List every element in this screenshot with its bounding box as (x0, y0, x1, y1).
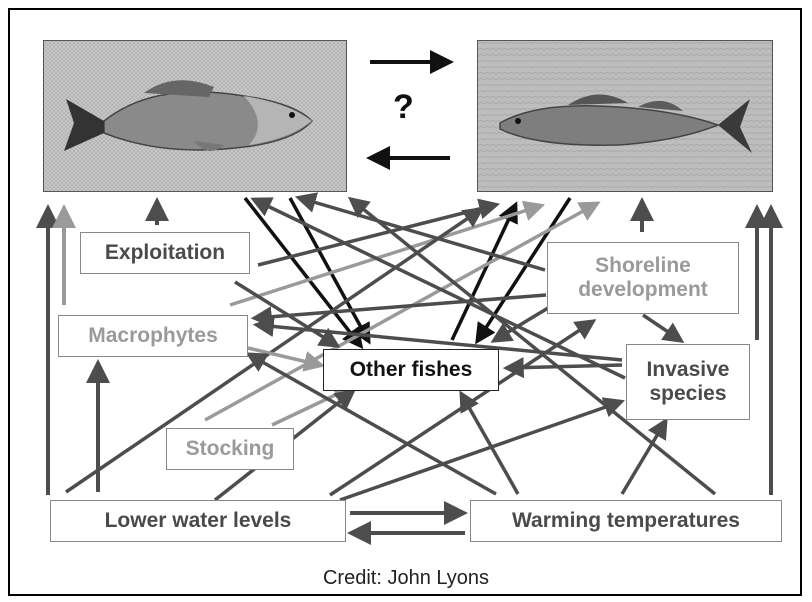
lower-water-levels-box: Lower water levels (50, 500, 346, 542)
invasive-label-line1: Invasive (647, 358, 730, 382)
arrow-shoreline-to-macrophytes (256, 295, 546, 318)
exploitation-label: Exploitation (105, 241, 225, 265)
exploitation-box: Exploitation (80, 232, 250, 274)
arrow-lower-water-to-shoreline (330, 322, 592, 495)
stocking-box: Stocking (166, 428, 294, 470)
shoreline-label-line2: development (578, 278, 708, 302)
arrow-exploitation-to-walleye (258, 205, 495, 265)
warming-label: Warming temperatures (512, 509, 740, 533)
invasive-label-line2: species (649, 382, 726, 406)
shoreline-label-line1: Shoreline (595, 254, 691, 278)
warming-temperatures-box: Warming temperatures (470, 500, 782, 542)
other-fishes-label: Other fishes (350, 358, 473, 382)
other-fishes-box: Other fishes (323, 349, 499, 391)
arrow-shoreline-to-invasive (643, 315, 680, 340)
question-mark: ? (393, 88, 414, 127)
invasive-species-box: Invasive species (626, 344, 750, 420)
arrow-warming-to-invasive (622, 422, 665, 494)
credit-text: Credit: John Lyons (0, 567, 812, 590)
lower-water-label: Lower water levels (105, 509, 292, 533)
macrophytes-label: Macrophytes (88, 324, 218, 348)
macrophytes-box: Macrophytes (58, 315, 248, 357)
shoreline-development-box: Shoreline development (547, 242, 739, 314)
stocking-label: Stocking (186, 437, 275, 461)
